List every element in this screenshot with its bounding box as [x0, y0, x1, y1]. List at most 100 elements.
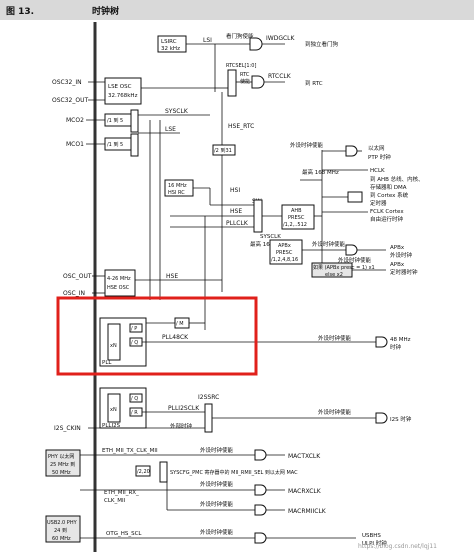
hclk-line2: 到 AHB 总线、内核、	[370, 175, 424, 183]
hse-osc-line1: 4-26 MHz	[107, 276, 131, 282]
eth-sysmsg: SYSCFG_PMC 寄存器中的 MII_RMII_SEL 到以太网 MAC	[170, 469, 298, 476]
eth-div-2-20-box	[135, 465, 151, 477]
ahb-presc-line3: /1,2,..512	[283, 222, 307, 228]
osc-in-pin: OSC_IN	[63, 290, 85, 297]
eth-phy-line1: PHY 以太网	[48, 453, 74, 460]
ext-clock-label: 外部时钟	[170, 422, 193, 430]
i2s-clock-label: I2S 时钟	[390, 415, 412, 423]
rtc-and-gate	[251, 75, 265, 89]
mco1-pin: MCO1	[66, 141, 84, 148]
eth-mii-mux	[159, 461, 168, 483]
usb-ulpi-line1: USBHS	[362, 533, 381, 539]
osc-out-pin: OSC_OUT	[63, 273, 92, 280]
apbx-periph-line1: APBx	[390, 245, 405, 251]
figure-header-bar	[0, 0, 474, 20]
fclk-line1: FCLK Cortex	[370, 209, 404, 215]
hse-sw-label: HSE	[230, 208, 242, 215]
usb-phy-line3: 60 MHz	[52, 536, 71, 542]
ahb-max-label: 最高 168 MHz	[302, 168, 339, 176]
mco2-mux	[130, 109, 139, 133]
watermark: https://blog.csdn.net/lqj11	[358, 543, 437, 550]
pll48ck-label: PLL48CK	[162, 334, 189, 341]
apbx-timer-enable: 外设时钟使能	[338, 256, 372, 264]
pll-xn: xN	[110, 343, 117, 349]
rtcsel-label: RTCSEL[1:0]	[226, 63, 256, 69]
pll-vco-box	[107, 323, 121, 361]
usb-gate	[254, 532, 267, 544]
eth-tx-clk-label: ETH_MII_TX_CLK_MII	[102, 448, 158, 454]
mactxclk-label: MACTXCLK	[288, 453, 321, 460]
hclk-line1: HCLK	[370, 168, 385, 174]
usb48-and-gate	[375, 336, 388, 348]
watchdog-enable-label: 看门狗使能	[226, 32, 254, 40]
ahb-presc-box	[281, 204, 315, 230]
eth-div-2-20: /2,20	[137, 469, 150, 475]
usb-enable: 外设时钟使能	[200, 528, 234, 536]
usb-phy-line2: 24 到	[54, 527, 67, 534]
i2s-src-mux	[204, 403, 213, 433]
lsi-label: LSI	[203, 37, 212, 44]
lse-osc-box	[104, 77, 142, 105]
i2s-enable: 外设时钟使能	[318, 408, 352, 416]
eth-phy-line3: 50 MHz	[52, 470, 71, 476]
osc32-in-pin: OSC32_IN	[52, 79, 82, 86]
osc32-out-pin: OSC32_OUT	[52, 97, 88, 104]
div-2-31-label: /2 到31	[214, 147, 232, 154]
plli2sclk-label: PLLI2SCLK	[168, 405, 200, 412]
pll-div-m: / M	[176, 321, 184, 327]
eth-phy-line2: 25 MHz 到	[50, 461, 75, 468]
macrmiiclk-label: MACRMIICLK	[288, 508, 327, 515]
hse-label: HSE	[166, 273, 178, 280]
plli2s-q-box	[129, 393, 143, 403]
apbx-timer-line2: 定时器时钟	[390, 268, 418, 276]
i2s-ckin-pin: I2S_CKIN	[54, 425, 81, 432]
otg-hs-scl-label: OTG_HS_SCL	[106, 531, 142, 537]
apbx-periph-gate	[345, 244, 358, 256]
cortex-timer-line2: 定时器	[370, 199, 387, 207]
plli2s-xn: xN	[110, 407, 117, 413]
cortex-div8-box	[347, 191, 363, 203]
apbx-note-line2: else x2	[325, 272, 343, 278]
watchdog-and-gate	[249, 37, 263, 51]
rtcclk-label: RTCCLK	[268, 73, 292, 80]
figure-title: 时钟树	[92, 5, 119, 17]
apbx-presc-line1: APBx	[278, 243, 291, 249]
hsi-rc-line1: 16 MHz	[168, 183, 187, 189]
mactx-enable: 外设时钟使能	[200, 446, 234, 454]
pll-highlight-frame	[56, 296, 258, 376]
apbx-presc-line3: /1,2,4,8,16	[271, 257, 298, 263]
usb48-line1: 48 MHz	[390, 337, 411, 343]
pllclk-label: PLLCLK	[226, 220, 249, 227]
i2ssrc-label: I2SSRC	[198, 394, 219, 401]
iwdgclk-label: IWDGCLK	[266, 35, 296, 42]
sysclk-label: SYSCLK	[165, 108, 189, 115]
to-rtc-label: 到 RTC	[305, 80, 323, 87]
eth-rx-clk-line2: CLK_MII	[104, 498, 126, 504]
sysclk-max-line2: 最高 168 MHz	[250, 240, 287, 248]
mco1-divider-label: /1 到 5	[107, 141, 123, 148]
mco2-divider-label: /1 到 5	[107, 117, 123, 124]
fclk-line2: 自由运行时钟	[370, 215, 404, 223]
usb-ulpi-line2: ULPI 时钟	[362, 539, 387, 547]
usb48-line2: 时钟	[390, 343, 402, 351]
ptp-and-gate	[345, 145, 358, 157]
eth-rx-clk-line1: ETH_MII_RX_	[104, 490, 139, 496]
hse-osc-line2: HSE OSC	[107, 285, 130, 291]
apbx-periph-line2: 外设时钟	[390, 251, 413, 259]
ethernet-ptp-line1: 以太网	[368, 144, 385, 152]
pll-p: / P	[131, 326, 137, 332]
usb48-enable: 外设时钟使能	[318, 334, 352, 342]
lse-osc-line1: LSE OSC	[108, 84, 132, 90]
rtc-sel-mux	[227, 69, 237, 97]
rtc-enable-line2: 使能	[240, 78, 250, 85]
sysclk-max-line1: SYSCLK	[260, 234, 281, 240]
ahb-presc-line1: AHB	[291, 208, 302, 214]
ethernet-ptp-enable: 外设时钟使能	[290, 141, 324, 149]
usb-phy-box	[45, 515, 81, 543]
eth-phy-box	[45, 449, 81, 477]
macrx-enable: 外设时钟使能	[200, 480, 234, 488]
lsi-rc-line1: LSIRC	[161, 39, 177, 45]
lsi-rc-line2: 32 kHz	[161, 46, 180, 52]
apbx-presc-box	[269, 239, 303, 265]
